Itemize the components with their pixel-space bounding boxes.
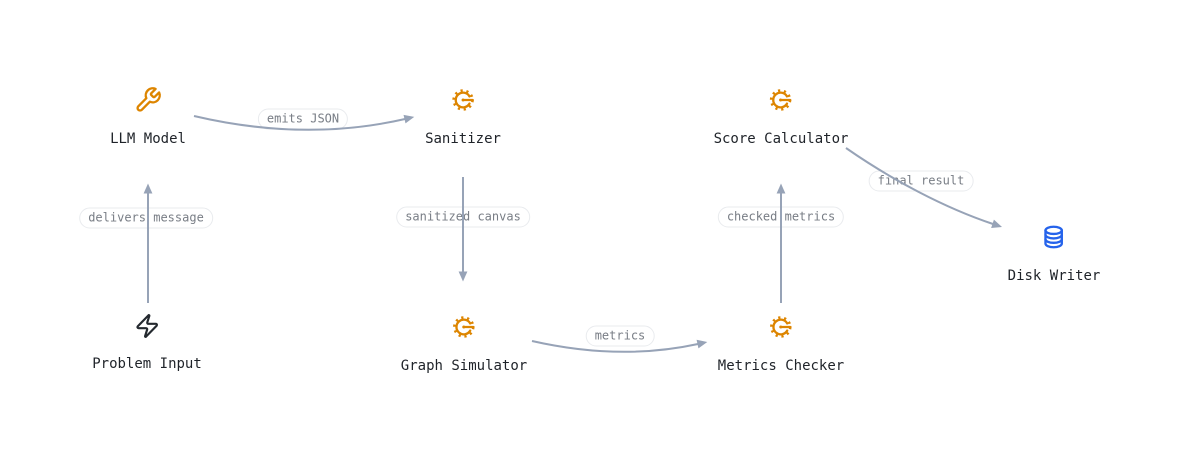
node-problem-input: Problem Input xyxy=(92,313,202,372)
gear-icon xyxy=(452,89,474,111)
gear-icon xyxy=(770,316,792,338)
edge-label-metrics: metrics xyxy=(585,325,655,347)
node-label-problem-input: Problem Input xyxy=(92,356,202,372)
node-label-metrics-checker: Metrics Checker xyxy=(717,358,845,374)
node-score-calculator: Score Calculator xyxy=(713,86,849,147)
wrench-icon xyxy=(136,87,161,112)
edge-label-sanitized-canvas: sanitized canvas xyxy=(396,206,530,228)
node-sanitizer: Sanitizer xyxy=(425,86,501,147)
gear-icon xyxy=(453,316,475,338)
node-label-score-calculator: Score Calculator xyxy=(713,131,849,147)
node-graph-simulator: Graph Simulator xyxy=(401,313,527,374)
edge-label-delivers-message: delivers message xyxy=(79,207,213,229)
zap-icon xyxy=(136,314,158,338)
node-label-sanitizer: Sanitizer xyxy=(425,131,501,147)
node-label-disk-writer: Disk Writer xyxy=(1007,268,1101,284)
node-metrics-checker: Metrics Checker xyxy=(718,313,844,374)
edge-label-final-result: final result xyxy=(868,170,974,192)
node-label-graph-simulator: Graph Simulator xyxy=(400,358,528,374)
edge-label-emits-json: emits JSON xyxy=(257,108,349,130)
node-llm-model: LLM Model xyxy=(110,86,186,147)
gear-icon xyxy=(770,89,792,111)
node-label-llm-model: LLM Model xyxy=(110,131,186,147)
edge-label-checked-metrics: checked metrics xyxy=(717,206,845,228)
database-icon xyxy=(1044,225,1064,249)
node-disk-writer: Disk Writer xyxy=(1007,223,1101,284)
